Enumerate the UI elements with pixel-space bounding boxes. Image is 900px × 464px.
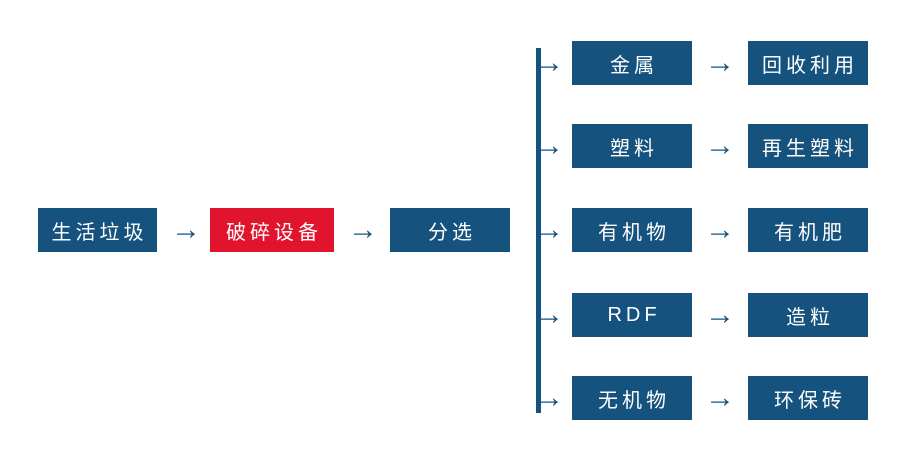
node-plastic: 塑料 bbox=[572, 124, 692, 168]
right-arrow-icon: → bbox=[171, 213, 201, 246]
node-rdf: RDF bbox=[572, 293, 692, 337]
branch-arrow-icon: → bbox=[534, 298, 564, 331]
node-sorting: 分选 bbox=[390, 208, 510, 252]
branch-arrow-icon: → bbox=[534, 381, 564, 414]
branch-arrow-icon: → bbox=[534, 129, 564, 162]
node-organic-fertilizer: 有机肥 bbox=[748, 208, 868, 252]
node-shredder-equipment: 破碎设备 bbox=[210, 208, 334, 252]
branch-arrow-icon: → bbox=[534, 46, 564, 79]
branch-spine-line bbox=[536, 48, 541, 413]
node-inorganic-matter: 无机物 bbox=[572, 376, 692, 420]
right-arrow-icon: → bbox=[348, 213, 378, 246]
node-recycled-plastic: 再生塑料 bbox=[748, 124, 868, 168]
right-arrow-icon: → bbox=[705, 213, 735, 246]
node-metal: 金属 bbox=[572, 41, 692, 85]
node-organic-matter: 有机物 bbox=[572, 208, 692, 252]
right-arrow-icon: → bbox=[705, 129, 735, 162]
right-arrow-icon: → bbox=[705, 298, 735, 331]
node-household-waste: 生活垃圾 bbox=[38, 208, 157, 252]
node-granulation: 造粒 bbox=[748, 293, 868, 337]
branch-arrow-icon: → bbox=[534, 213, 564, 246]
right-arrow-icon: → bbox=[705, 381, 735, 414]
node-eco-brick: 环保砖 bbox=[748, 376, 868, 420]
right-arrow-icon: → bbox=[705, 46, 735, 79]
node-recycling: 回收利用 bbox=[748, 41, 868, 85]
